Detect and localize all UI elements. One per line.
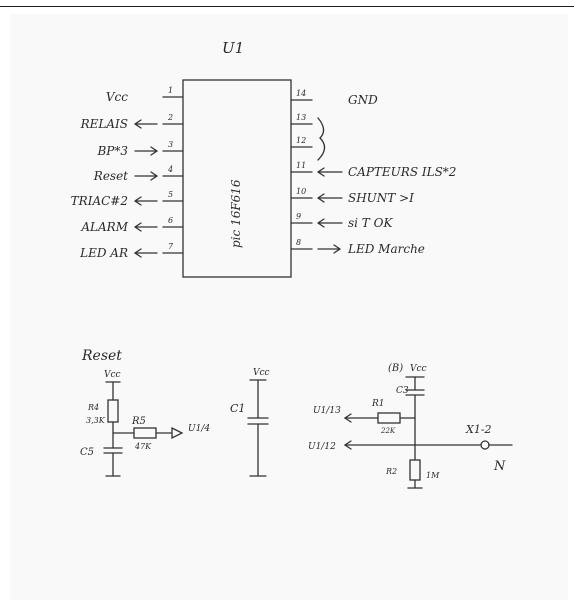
neutral-label: N bbox=[493, 459, 506, 474]
r4-value: 3,3K bbox=[86, 416, 106, 425]
top-divider bbox=[0, 6, 574, 7]
r5-value: 47K bbox=[134, 442, 152, 451]
resistor-r2 bbox=[409, 459, 421, 481]
pin-label: TRIAC#2 bbox=[71, 194, 128, 208]
ic-ref: U1 bbox=[222, 39, 244, 57]
r2-value: 1M bbox=[426, 471, 440, 480]
pin-label: ALARM bbox=[80, 220, 128, 234]
pin-number: 14 bbox=[296, 89, 306, 98]
pin-label: si T OK bbox=[348, 216, 393, 230]
arrow-out bbox=[317, 244, 342, 254]
c3-ref: C3 bbox=[396, 386, 409, 396]
arrow-out bbox=[133, 196, 158, 206]
c1-ref: C1 bbox=[230, 402, 245, 415]
r5-ref: R5 bbox=[131, 416, 146, 427]
pin-number: 7 bbox=[168, 242, 174, 251]
connector-node bbox=[480, 440, 490, 450]
pin-number: 1 bbox=[168, 86, 173, 95]
pin-label: RELAIS bbox=[80, 117, 128, 131]
pin-number: 4 bbox=[167, 165, 173, 174]
arrow-in bbox=[343, 440, 352, 450]
arrow-out bbox=[133, 248, 158, 258]
r4-ref: R4 bbox=[87, 403, 99, 412]
pin-label: BP*3 bbox=[96, 144, 128, 158]
ic-part: pic 16F616 bbox=[229, 179, 243, 248]
pin-number: 3 bbox=[168, 140, 173, 149]
pin-label: LED AR bbox=[79, 246, 128, 260]
vcc-label: Vcc bbox=[410, 364, 427, 374]
vcc-label: Vcc bbox=[253, 368, 270, 378]
output-label: U1/4 bbox=[188, 424, 210, 434]
pin-number: 12 bbox=[296, 136, 306, 145]
ic-body bbox=[182, 79, 292, 278]
pin-number: 6 bbox=[168, 216, 173, 225]
brace bbox=[317, 117, 326, 161]
arrow-out bbox=[133, 119, 158, 129]
pin-number: 8 bbox=[296, 238, 301, 247]
r1-ref: R1 bbox=[371, 399, 385, 409]
arrow-in bbox=[343, 413, 352, 423]
marker-label: (B) bbox=[388, 363, 403, 374]
resistor-r5 bbox=[133, 427, 157, 439]
pin-number: 9 bbox=[296, 212, 301, 221]
r1-value: 22K bbox=[380, 427, 396, 435]
in-bottom-label: U1/12 bbox=[308, 442, 336, 452]
arrow-out bbox=[171, 426, 184, 440]
arrow-out bbox=[133, 222, 158, 232]
pin-number: 5 bbox=[168, 190, 173, 199]
pin-number: 13 bbox=[296, 113, 306, 122]
arrow-in bbox=[316, 167, 343, 177]
resistor-r4 bbox=[107, 399, 119, 423]
arrow-in bbox=[134, 171, 159, 181]
connector-label: X1-2 bbox=[465, 423, 492, 436]
arrow-in bbox=[134, 146, 159, 156]
in-top-label: U1/13 bbox=[313, 406, 341, 416]
pin-number: 11 bbox=[296, 161, 306, 170]
reset-title: Reset bbox=[81, 348, 122, 364]
paper-sheet bbox=[10, 14, 568, 600]
arrow-in bbox=[316, 218, 343, 228]
pin-label: Reset bbox=[93, 169, 128, 183]
vcc-label: Vcc bbox=[104, 370, 121, 380]
pin-number: 2 bbox=[167, 113, 173, 122]
r2-ref: R2 bbox=[385, 467, 397, 476]
pin-label: CAPTEURS ILS*2 bbox=[348, 165, 456, 179]
c5-ref: C5 bbox=[80, 447, 94, 458]
pin-label: GND bbox=[348, 93, 378, 107]
pin-label: SHUNT >I bbox=[348, 191, 414, 205]
arrow-in bbox=[316, 193, 343, 203]
resistor-r1 bbox=[377, 412, 401, 424]
pin-label: Vcc bbox=[106, 90, 128, 104]
pin-number: 10 bbox=[296, 187, 306, 196]
pin-label: LED Marche bbox=[347, 242, 425, 256]
